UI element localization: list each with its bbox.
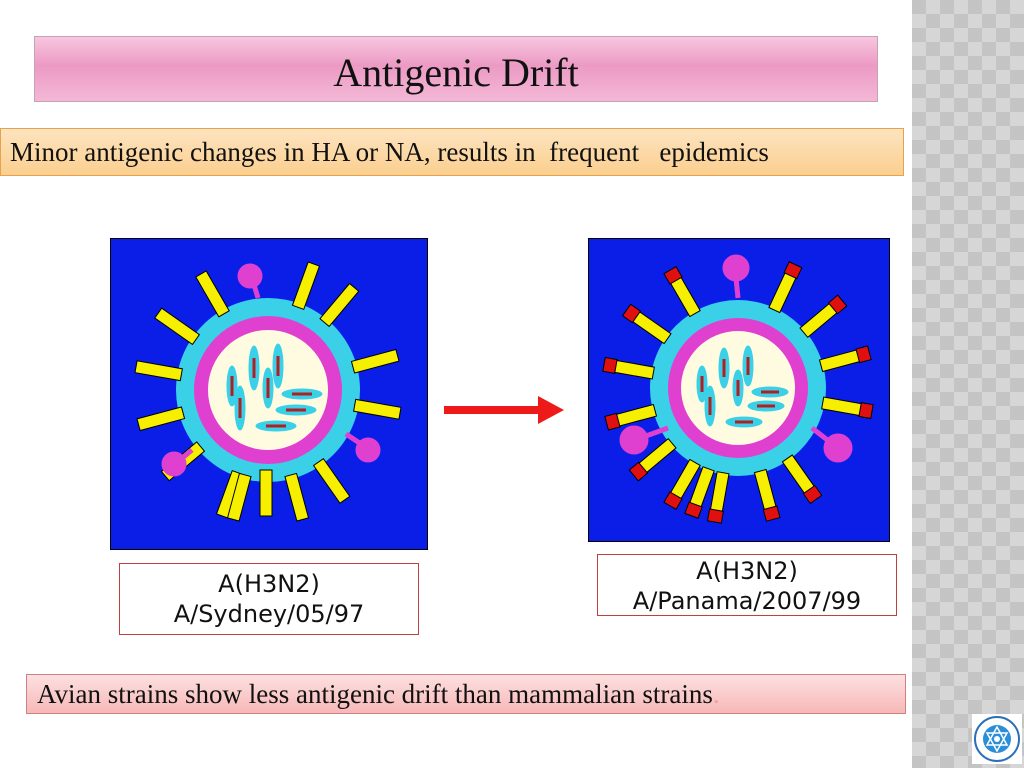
right-virus-svg (588, 238, 890, 542)
bottom-note-period: . (712, 679, 720, 709)
left-virus-svg (110, 238, 428, 550)
side-decorative-pattern (912, 0, 1024, 768)
subtitle-banner: Minor antigenic changes in HA or NA, res… (0, 128, 904, 176)
title-banner: Antigenic Drift (34, 36, 878, 102)
right-strain-subtype: A(H3N2) (696, 557, 798, 585)
left-strain-name: A/Sydney/05/97 (173, 600, 365, 628)
bottom-note: Avian strains show less antigenic drift … (37, 679, 720, 710)
mutated-virus-illustration-icon (588, 238, 890, 542)
left-strain-label: A(H3N2) A/Sydney/05/97 (119, 563, 419, 635)
right-strain-name: A/Panama/2007/99 (632, 587, 862, 615)
institute-logo-icon (972, 714, 1022, 764)
left-strain-subtype: A(H3N2) (218, 570, 320, 598)
slide-title: Antigenic Drift (333, 50, 579, 95)
slide-subtitle: Minor antigenic changes in HA or NA, res… (10, 137, 769, 167)
right-strain-label: A(H3N2) A/Panama/2007/99 (597, 554, 897, 616)
right-arrow-icon (440, 392, 566, 433)
bottom-banner: Avian strains show less antigenic drift … (26, 674, 906, 714)
bottom-note-text: Avian strains show less antigenic drift … (37, 679, 713, 709)
slide: Antigenic Drift Minor antigenic changes … (0, 36, 906, 714)
virus-illustration-icon (110, 238, 428, 550)
